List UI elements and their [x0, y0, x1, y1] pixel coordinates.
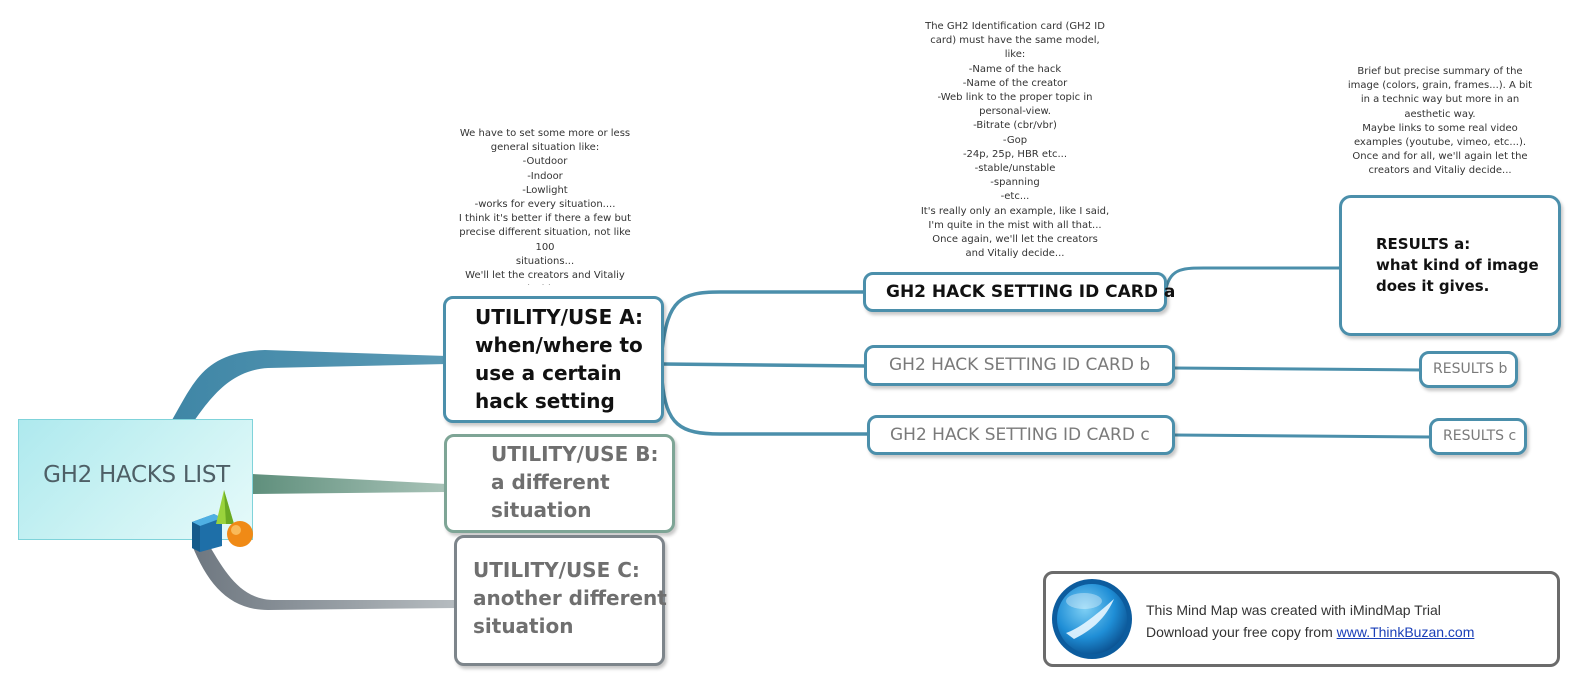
results-b-label: RESULTS b — [1433, 361, 1508, 377]
link-results-b — [1173, 366, 1423, 372]
branch-use-c-label: UTILITY/USE C: another different situati… — [473, 558, 667, 638]
trial-banner-line2: Download your free copy from www.ThinkBu… — [1146, 624, 1474, 640]
central-topic-title: GH2 HACKS LIST — [43, 462, 230, 488]
results-c[interactable]: RESULTS c — [1429, 418, 1527, 455]
results-a[interactable]: RESULTS a: what kind of image does it gi… — [1339, 195, 1561, 336]
card-b-label: GH2 HACK SETTING ID CARD b — [889, 355, 1151, 375]
results-note: Brief but precise summary of the image (… — [1347, 66, 1533, 177]
branch-link-use-a — [172, 350, 447, 424]
link-results-c — [1173, 433, 1433, 439]
branch-use-a-label: UTILITY/USE A: when/where to use a certa… — [475, 305, 644, 413]
link-results-a — [1164, 266, 1342, 289]
trial-banner: This Mind Map was created with iMindMap … — [1043, 571, 1560, 667]
card-a-label: GH2 HACK SETTING ID CARD a — [886, 282, 1176, 302]
results-b[interactable]: RESULTS b — [1419, 351, 1518, 388]
trial-banner-download-text: Download your free copy from — [1146, 624, 1337, 640]
card-c[interactable]: GH2 HACK SETTING ID CARD c — [867, 415, 1175, 455]
link-card-a — [660, 290, 866, 351]
branch-use-c[interactable]: UTILITY/USE C: another different situati… — [454, 535, 667, 666]
card-b[interactable]: GH2 HACK SETTING ID CARD b — [864, 345, 1175, 386]
card-a[interactable]: GH2 HACK SETTING ID CARD a — [863, 272, 1175, 312]
results-a-label: RESULTS a: what kind of image does it gi… — [1376, 235, 1539, 295]
link-card-b — [661, 362, 867, 368]
card-c-label: GH2 HACK SETTING ID CARD c — [890, 425, 1150, 445]
link-card-c — [660, 379, 868, 436]
results-c-label: RESULTS c — [1443, 428, 1517, 444]
use-note: We have to set some more or less general… — [458, 128, 632, 285]
thinkbuzan-link[interactable]: www.ThinkBuzan.com — [1336, 624, 1475, 640]
imindmap-logo-icon — [1052, 579, 1132, 659]
trial-banner-line1: This Mind Map was created with iMindMap … — [1146, 602, 1441, 618]
branch-use-b[interactable]: UTILITY/USE B: a different situation — [444, 434, 675, 533]
branch-use-b-label: UTILITY/USE B: a different situation — [491, 442, 659, 522]
branch-link-use-c — [192, 540, 457, 610]
card-note: The GH2 Identification card (GH2 ID card… — [920, 21, 1110, 260]
branch-use-a[interactable]: UTILITY/USE A: when/where to use a certa… — [443, 296, 664, 423]
branch-link-use-b — [252, 474, 447, 494]
central-topic[interactable]: GH2 HACKS LIST — [18, 419, 253, 540]
shapes-icon — [192, 490, 253, 552]
